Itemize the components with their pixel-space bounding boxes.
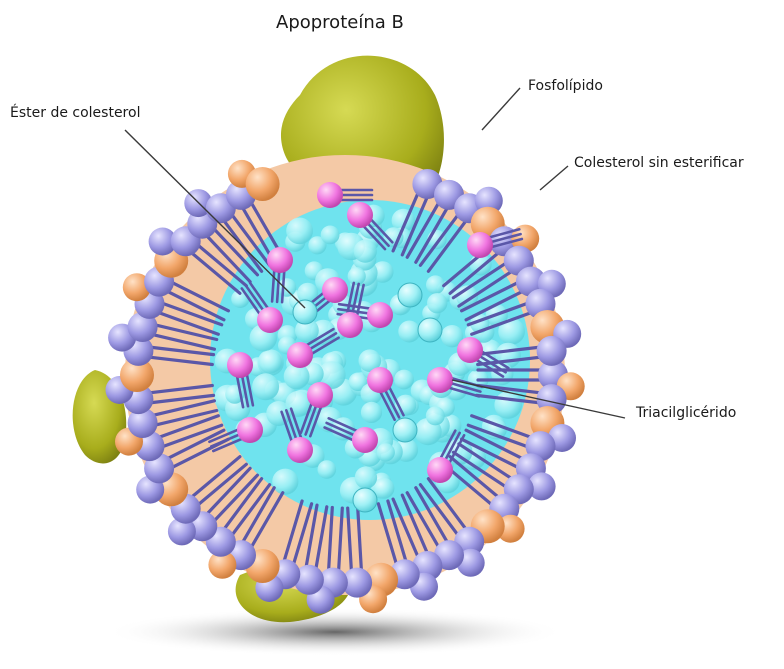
core-sphere [398, 321, 420, 343]
triglyceride-head [257, 307, 283, 333]
core-sphere [426, 275, 445, 294]
leader-free-cholesterol [540, 166, 568, 190]
core-sphere [377, 443, 395, 461]
triglyceride-head [427, 457, 453, 483]
label-apoprotein-b: Apoproteína B [276, 14, 404, 32]
leader-phospholipid [482, 88, 520, 130]
triglyceride-head [287, 437, 313, 463]
label-free-cholesterol: Colesterol sin esterificar [574, 156, 744, 170]
triglyceride-head [427, 367, 453, 393]
label-triglyceride: Triacilglicérido [636, 406, 736, 420]
triglyceride-head [227, 352, 253, 378]
triglyceride-head [457, 337, 483, 363]
triglyceride-head [287, 342, 313, 368]
cholesterol-sphere [246, 167, 280, 201]
core-sphere [348, 267, 366, 285]
core-sphere [278, 278, 297, 297]
triglyceride-head [267, 247, 293, 273]
cholesteryl-ester-sphere [418, 318, 442, 342]
core-sphere [354, 240, 377, 263]
triglyceride-head [347, 202, 373, 228]
cholesteryl-ester-sphere [398, 283, 422, 307]
triglyceride-head [237, 417, 263, 443]
triglyceride-head [367, 367, 393, 393]
core-sphere [426, 406, 445, 425]
triglyceride-head [352, 427, 378, 453]
cholesteryl-ester-sphere [293, 300, 317, 324]
core-sphere [321, 226, 340, 245]
triglyceride-head [337, 312, 363, 338]
phospholipid-head [537, 336, 567, 366]
core-sphere [394, 370, 414, 390]
triglyceride-head [317, 182, 343, 208]
triglyceride-head [307, 382, 333, 408]
cholesteryl-ester-sphere [393, 418, 417, 442]
core-sphere [286, 218, 313, 245]
core-sphere [494, 391, 522, 419]
ground-shadow [105, 608, 565, 656]
core-sphere [252, 373, 279, 400]
label-cholesteryl-ester: Éster de colesterol [10, 106, 140, 120]
triglyceride-head [367, 302, 393, 328]
triglyceride-head [322, 277, 348, 303]
core-sphere [361, 402, 382, 423]
core-sphere [427, 293, 447, 313]
core-sphere [259, 350, 282, 373]
core-sphere [272, 469, 298, 495]
cholesteryl-ester-sphere [353, 488, 377, 512]
core-sphere [355, 466, 377, 488]
label-phospholipid: Fosfolípido [528, 79, 603, 93]
core-sphere [318, 460, 337, 479]
triglyceride-head [467, 232, 493, 258]
